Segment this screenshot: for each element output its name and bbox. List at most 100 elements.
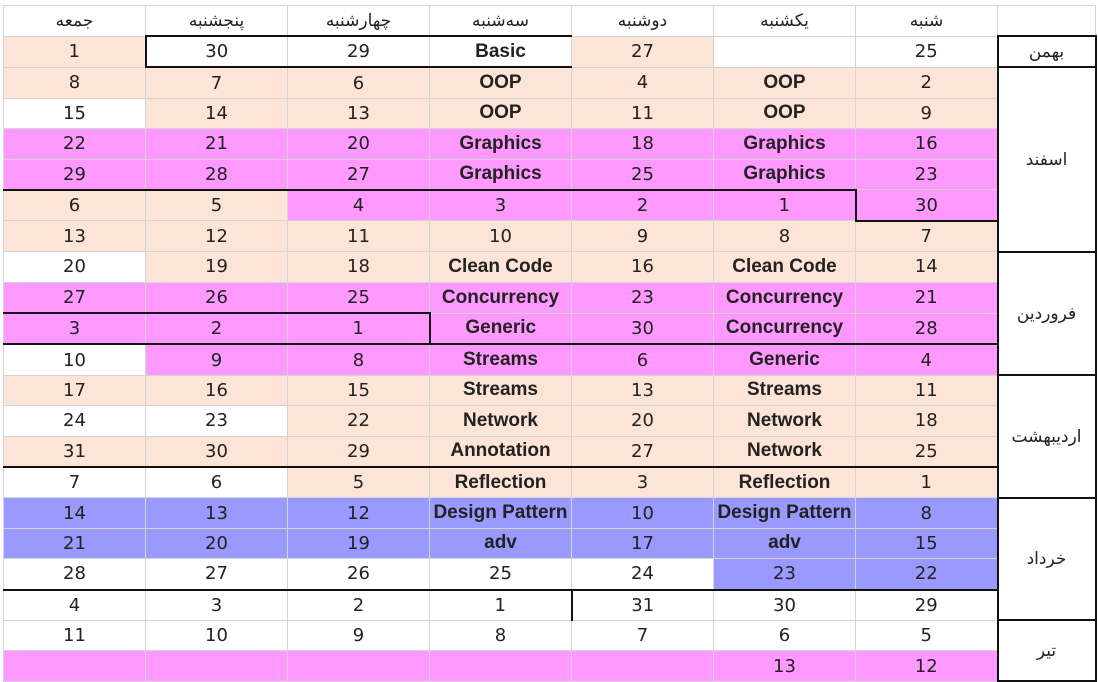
cell-saturday[interactable]: 12 bbox=[855, 650, 998, 682]
cell-thursday[interactable]: 19 bbox=[145, 251, 288, 283]
cell-friday[interactable]: 15 bbox=[3, 97, 146, 130]
cell-wednesday[interactable]: 27 bbox=[287, 158, 430, 191]
cell-friday[interactable]: 11 bbox=[3, 619, 146, 652]
cell-monday[interactable]: 6 bbox=[571, 343, 714, 376]
cell-thursday[interactable]: 21 bbox=[145, 128, 288, 160]
cell-thursday[interactable]: 6 bbox=[145, 465, 288, 499]
cell-sunday[interactable]: Generic bbox=[713, 343, 856, 376]
cell-thursday[interactable]: 20 bbox=[145, 527, 288, 560]
cell-wednesday[interactable]: 13 bbox=[287, 97, 430, 130]
cell-thursday[interactable]: 13 bbox=[145, 497, 288, 529]
cell-saturday[interactable]: 1 bbox=[855, 465, 998, 499]
cell-saturday[interactable]: 7 bbox=[855, 220, 998, 253]
header-thursday[interactable]: پنجشنبه bbox=[145, 5, 288, 37]
cell-tuesday[interactable]: 10 bbox=[429, 220, 572, 253]
cell-friday[interactable]: 17 bbox=[3, 374, 146, 407]
cell-sunday[interactable]: Graphics bbox=[713, 158, 856, 191]
cell-thursday[interactable]: 14 bbox=[145, 97, 288, 130]
cell-sunday[interactable]: Graphics bbox=[713, 128, 856, 160]
cell-saturday[interactable]: 29 bbox=[855, 588, 998, 621]
cell-saturday[interactable]: 25 bbox=[855, 35, 998, 68]
cell-tuesday[interactable]: 3 bbox=[429, 189, 572, 222]
cell-monday[interactable]: 2 bbox=[571, 189, 714, 222]
cell-friday[interactable]: 31 bbox=[3, 435, 146, 468]
month-label-khordad[interactable]: خرداد bbox=[996, 496, 1097, 622]
cell-monday[interactable]: 4 bbox=[571, 66, 714, 99]
cell-wednesday[interactable]: 4 bbox=[287, 189, 430, 222]
cell-monday[interactable]: 10 bbox=[571, 497, 714, 529]
cell-saturday[interactable]: 11 bbox=[855, 374, 998, 407]
cell-tuesday[interactable]: OOP bbox=[429, 66, 572, 99]
cell-friday[interactable]: 22 bbox=[3, 128, 146, 160]
cell-wednesday[interactable]: 15 bbox=[287, 374, 430, 407]
cell-thursday[interactable]: 12 bbox=[145, 220, 288, 253]
cell-wednesday[interactable]: 29 bbox=[287, 435, 430, 468]
cell-thursday[interactable]: 16 bbox=[145, 374, 288, 407]
cell-friday[interactable]: 21 bbox=[3, 527, 146, 560]
cell-tuesday[interactable]: Streams bbox=[429, 374, 572, 407]
cell-saturday[interactable]: 23 bbox=[855, 158, 998, 191]
cell-sunday[interactable]: OOP bbox=[713, 97, 856, 130]
cell-thursday[interactable]: 30 bbox=[145, 435, 288, 468]
cell-sunday[interactable]: adv bbox=[713, 527, 856, 560]
cell-friday[interactable]: 27 bbox=[3, 281, 146, 315]
cell-wednesday[interactable]: 18 bbox=[287, 251, 430, 283]
cell-monday[interactable]: 30 bbox=[571, 312, 714, 345]
month-label-ordibehesht[interactable]: اردیبهشت bbox=[996, 374, 1097, 499]
cell-thursday[interactable]: 10 bbox=[145, 619, 288, 652]
cell-tuesday[interactable]: Reflection bbox=[429, 465, 572, 499]
header-sunday[interactable]: یکشنبه bbox=[713, 5, 856, 37]
cell-tuesday[interactable]: Basic bbox=[429, 34, 572, 69]
cell-wednesday[interactable]: 12 bbox=[287, 497, 430, 529]
cell-saturday[interactable]: 18 bbox=[855, 405, 998, 437]
cell-wednesday[interactable]: 29 bbox=[287, 34, 430, 69]
cell-tuesday[interactable]: Streams bbox=[429, 343, 572, 376]
cell-sunday[interactable]: Network bbox=[713, 405, 856, 437]
cell-saturday[interactable]: 2 bbox=[855, 66, 998, 99]
cell-tuesday[interactable]: Generic bbox=[428, 312, 572, 345]
cell-wednesday[interactable]: 22 bbox=[287, 405, 430, 437]
cell-sunday[interactable]: Concurrency bbox=[713, 281, 856, 314]
cell-monday[interactable]: 7 bbox=[571, 619, 714, 652]
cell-monday[interactable]: 27 bbox=[571, 435, 714, 468]
cell-tuesday[interactable]: Concurrency bbox=[429, 281, 572, 314]
cell-sunday[interactable]: Design Pattern bbox=[713, 497, 856, 529]
cell-wednesday[interactable]: 8 bbox=[287, 343, 430, 376]
cell-saturday[interactable]: 15 bbox=[855, 527, 998, 560]
cell-friday[interactable]: 28 bbox=[3, 558, 146, 591]
cell-wednesday[interactable]: 6 bbox=[287, 66, 430, 99]
month-label-esfand[interactable]: اسفند bbox=[996, 66, 1097, 253]
cell-monday[interactable]: 3 bbox=[571, 465, 714, 499]
cell-monday[interactable]: 9 bbox=[571, 220, 714, 253]
cell-saturday[interactable]: 8 bbox=[855, 497, 998, 529]
cell-saturday[interactable]: 22 bbox=[855, 558, 998, 591]
cell-sunday[interactable]: 30 bbox=[713, 588, 856, 621]
cell-thursday[interactable]: 7 bbox=[145, 66, 288, 99]
cell-tuesday[interactable]: Network bbox=[429, 405, 572, 437]
cell-monday[interactable] bbox=[571, 650, 714, 682]
cell-tuesday[interactable]: Clean Code bbox=[429, 251, 572, 283]
cell-saturday[interactable]: 28 bbox=[855, 312, 998, 345]
cell-monday[interactable]: 24 bbox=[571, 558, 714, 591]
month-label-bahman[interactable]: بهمن bbox=[996, 34, 1097, 69]
cell-friday[interactable]: 7 bbox=[3, 465, 146, 499]
cell-tuesday[interactable]: OOP bbox=[429, 97, 572, 130]
cell-saturday[interactable]: 14 bbox=[855, 251, 998, 283]
cell-sunday[interactable]: 6 bbox=[713, 619, 856, 652]
month-label-tir[interactable]: تیر bbox=[996, 619, 1097, 682]
cell-wednesday[interactable]: 26 bbox=[287, 558, 430, 591]
cell-tuesday[interactable] bbox=[429, 650, 572, 682]
cell-sunday[interactable] bbox=[713, 35, 856, 68]
cell-thursday[interactable]: 9 bbox=[145, 343, 288, 376]
cell-sunday[interactable]: Clean Code bbox=[713, 251, 856, 283]
cell-wednesday[interactable]: 11 bbox=[287, 220, 430, 253]
cell-monday[interactable]: 16 bbox=[571, 251, 714, 283]
cell-friday[interactable]: 1 bbox=[3, 35, 146, 68]
cell-thursday[interactable]: 27 bbox=[145, 558, 288, 591]
cell-monday[interactable]: 11 bbox=[571, 97, 714, 130]
cell-wednesday[interactable] bbox=[287, 650, 430, 682]
cell-monday[interactable]: 25 bbox=[571, 158, 714, 191]
cell-thursday[interactable]: 5 bbox=[145, 189, 288, 222]
cell-sunday[interactable]: Concurrency bbox=[713, 312, 856, 345]
cell-saturday[interactable]: 9 bbox=[855, 97, 998, 130]
